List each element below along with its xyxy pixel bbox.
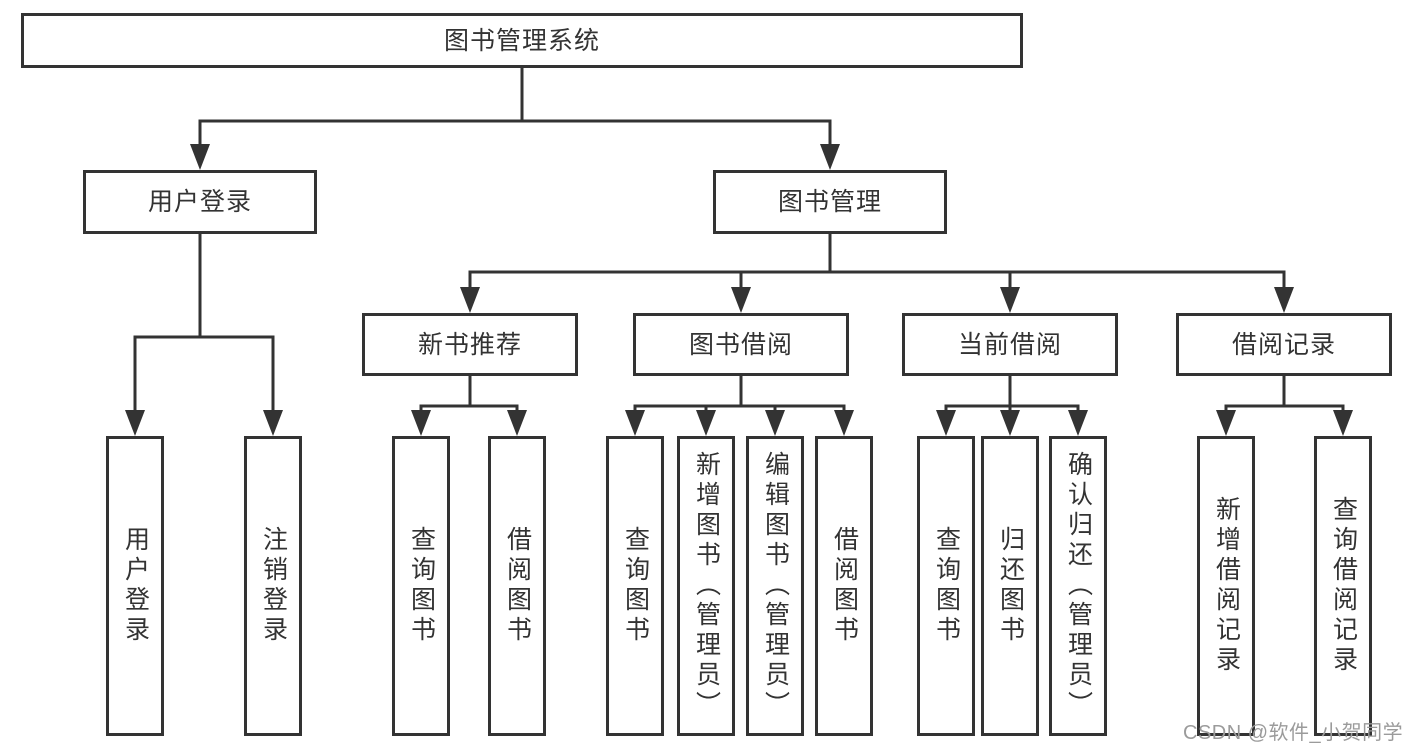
watermark: CSDN @软件_小贺同学	[1183, 722, 1404, 744]
node-label: 查询借阅记录	[1329, 496, 1358, 676]
node-label: 查询图书	[407, 526, 436, 646]
node-label: 查询图书	[932, 526, 961, 646]
arrowheads	[125, 144, 1353, 436]
leaf-borrow-add-book-admin: 新增图书（管理员）	[677, 436, 735, 736]
node-label: 用户登录	[121, 526, 150, 646]
node-label: 新增借阅记录	[1212, 496, 1241, 676]
leaf-newbook-query-book: 查询图书	[392, 436, 450, 736]
node-book-management: 图书管理	[713, 170, 947, 234]
node-label: 编辑图书（管理员）	[761, 451, 790, 721]
node-label: 确认归还（管理员）	[1064, 451, 1093, 721]
node-label: 借阅记录	[1231, 330, 1336, 359]
leaf-current-query-book: 查询图书	[917, 436, 975, 736]
leaf-borrow-query-book: 查询图书	[606, 436, 664, 736]
leaf-newbook-borrow-book: 借阅图书	[488, 436, 546, 736]
node-user-login: 用户登录	[83, 170, 317, 234]
node-label: 借阅图书	[830, 526, 859, 646]
node-borrowing-records: 借阅记录	[1176, 313, 1392, 376]
leaf-current-return-book: 归还图书	[981, 436, 1039, 736]
node-label: 用户登录	[147, 188, 252, 216]
node-label: 图书管理系统	[443, 26, 600, 55]
node-label: 图书借阅	[688, 330, 793, 359]
node-label: 查询图书	[621, 526, 650, 646]
node-label: 当前借阅	[957, 330, 1062, 359]
node-label: 注销登录	[259, 526, 288, 646]
node-new-book-recommend: 新书推荐	[362, 313, 578, 376]
leaf-user-login: 用户登录	[106, 436, 164, 736]
node-label: 新增图书（管理员）	[692, 451, 721, 721]
leaf-logout: 注销登录	[244, 436, 302, 736]
leaf-current-confirm-return-admin: 确认归还（管理员）	[1049, 436, 1107, 736]
node-book-borrowing: 图书借阅	[633, 313, 849, 376]
node-label: 图书管理	[777, 188, 882, 216]
leaf-add-borrow-record: 新增借阅记录	[1197, 436, 1255, 736]
leaf-query-borrow-record: 查询借阅记录	[1314, 436, 1372, 736]
node-label: 新书推荐	[417, 330, 522, 359]
leaf-borrow-borrow-book: 借阅图书	[815, 436, 873, 736]
node-label: 借阅图书	[503, 526, 532, 646]
node-label: 归还图书	[996, 526, 1025, 646]
node-library-management-system: 图书管理系统	[21, 13, 1023, 68]
node-current-borrowing: 当前借阅	[902, 313, 1118, 376]
leaf-borrow-edit-book-admin: 编辑图书（管理员）	[746, 436, 804, 736]
